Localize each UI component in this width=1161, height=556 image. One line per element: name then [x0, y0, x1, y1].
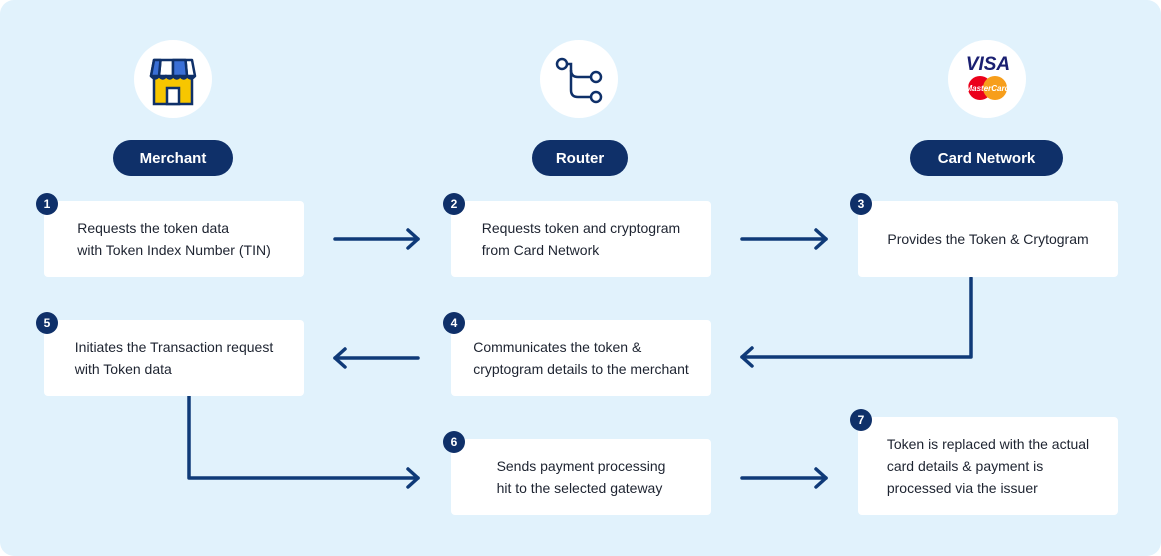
arrow-2-to-3 [740, 228, 828, 250]
arrow-1-to-2 [333, 228, 420, 250]
step-card-6: Sends payment processing hit to the sele… [451, 439, 711, 515]
step-number-1: 1 [36, 193, 58, 215]
merchant-icon-circle [134, 40, 212, 118]
visa-logo-text: VISA [966, 54, 1010, 75]
arrow-3-to-4 [740, 276, 973, 368]
step-number-4: 4 [443, 312, 465, 334]
step-text-1: Requests the token data with Token Index… [77, 220, 271, 258]
step-number-3: 3 [850, 193, 872, 215]
step-number-5: 5 [36, 312, 58, 334]
step-card-3: Provides the Token & Crytogram [858, 201, 1118, 277]
step-number-6: 6 [443, 431, 465, 453]
arrow-4-to-5 [333, 347, 420, 369]
card-network-icon-circle: VISA MasterCard [948, 40, 1026, 118]
step-text-5: Initiates the Transaction request with T… [74, 339, 274, 377]
step-number-2: 2 [443, 193, 465, 215]
step-card-4: Communicates the token & cryptogram deta… [451, 320, 711, 396]
arrow-5-to-6 [187, 394, 420, 489]
mastercard-logo-text: MasterCard [965, 84, 1010, 93]
step-text-2: Requests token and cryptogram from Card … [481, 220, 681, 258]
router-branch-icon [555, 57, 603, 104]
step-card-7: Token is replaced with the actual card d… [858, 417, 1118, 515]
arrow-6-to-7 [740, 467, 828, 489]
card-network-label: Card Network [910, 140, 1063, 176]
merchant-label: Merchant [113, 140, 233, 176]
step-text-4: Communicates the token & cryptogram deta… [473, 339, 689, 377]
step-card-2: Requests token and cryptogram from Card … [451, 201, 711, 277]
storefront-icon [149, 58, 197, 106]
step-text-6: Sends payment processing hit to the sele… [496, 458, 666, 496]
step-number-7: 7 [850, 409, 872, 431]
step-text-3: Provides the Token & Crytogram [887, 231, 1089, 247]
step-card-5: Initiates the Transaction request with T… [44, 320, 304, 396]
router-label: Router [532, 140, 628, 176]
visa-mastercard-logo: VISA MasterCard [965, 54, 1011, 100]
step-card-1: Requests the token data with Token Index… [44, 201, 304, 277]
router-icon-circle [540, 40, 618, 118]
step-text-7: Token is replaced with the actual card d… [886, 436, 1090, 496]
